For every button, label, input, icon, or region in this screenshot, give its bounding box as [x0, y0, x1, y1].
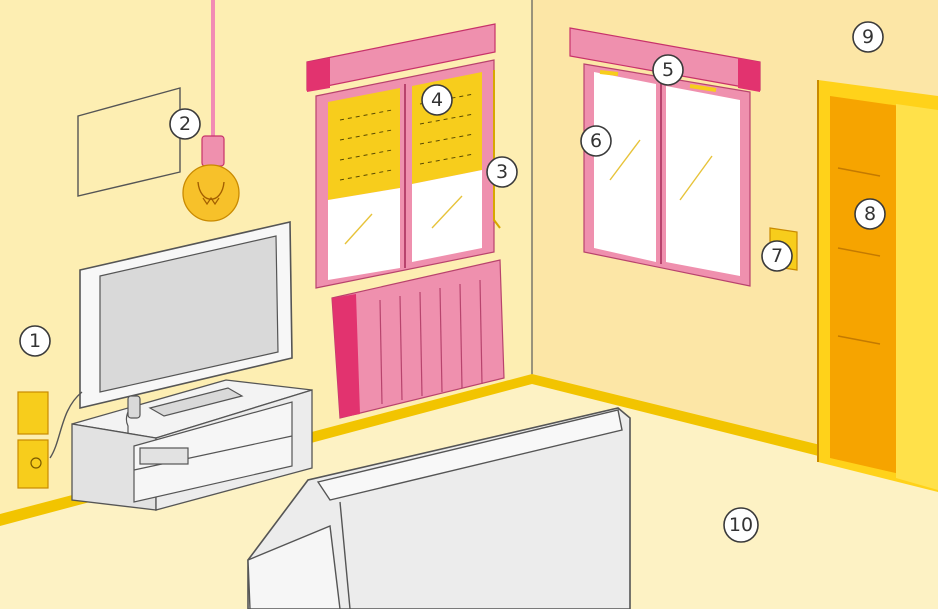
wall-outlet [18, 392, 48, 488]
callout-7-label: 7 [771, 245, 783, 267]
callout-4-label: 4 [431, 89, 443, 111]
callout-6: 6 [581, 126, 611, 156]
callout-10-label: 10 [729, 514, 753, 536]
callout-1-label: 1 [29, 330, 41, 352]
callout-2: 2 [170, 109, 200, 139]
callout-8: 8 [855, 199, 885, 229]
callout-3-label: 3 [496, 161, 508, 183]
callout-9: 9 [853, 22, 883, 52]
callout-5: 5 [653, 55, 683, 85]
callout-4: 4 [422, 85, 452, 115]
callout-7: 7 [762, 241, 792, 271]
closet [818, 80, 938, 492]
callout-5-label: 5 [662, 59, 674, 81]
callout-3: 3 [487, 157, 517, 187]
callout-10: 10 [724, 508, 758, 542]
callout-2-label: 2 [179, 113, 191, 135]
callout-6-label: 6 [590, 130, 602, 152]
callout-8-label: 8 [864, 203, 876, 225]
callout-1: 1 [20, 326, 50, 356]
callout-9-label: 9 [862, 26, 874, 48]
